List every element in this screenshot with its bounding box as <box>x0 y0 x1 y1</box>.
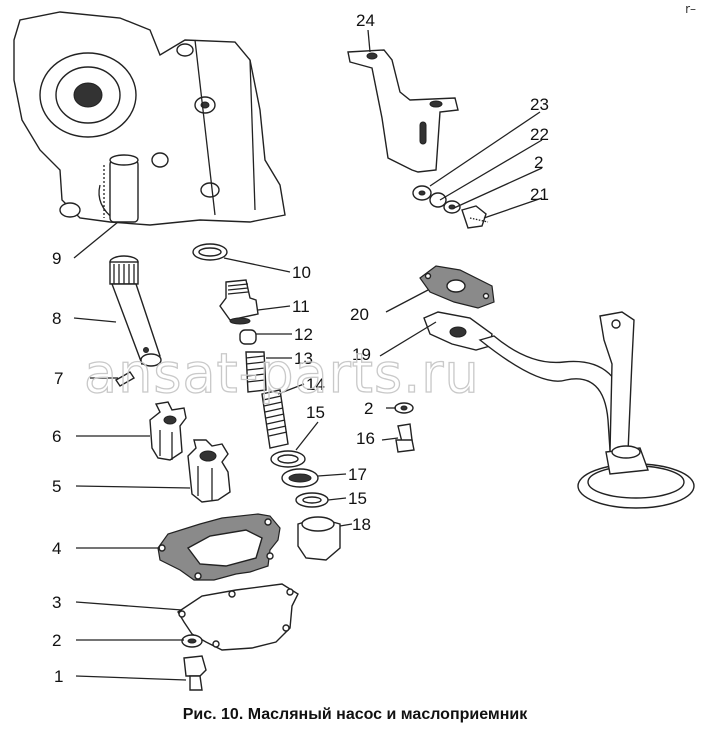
callout-labels: 24 23 22 2 21 9 10 8 11 20 12 13 19 7 14… <box>52 11 549 686</box>
callout-1: 1 <box>54 667 63 686</box>
valve-12 <box>239 329 257 345</box>
cap-nut-18 <box>297 516 341 561</box>
engine-housing <box>13 11 286 226</box>
callout-2-top: 2 <box>534 153 543 172</box>
drive-shaft-8 <box>109 255 162 367</box>
callout-11: 11 <box>292 297 310 316</box>
callout-4: 4 <box>52 539 61 558</box>
callout-15-lower: 15 <box>348 489 367 508</box>
spring-13 <box>245 351 267 393</box>
callout-16: 16 <box>356 429 375 448</box>
oil-intake-19 <box>419 265 695 509</box>
callout-19: 19 <box>352 345 371 364</box>
callout-13: 13 <box>294 349 313 368</box>
callout-20: 20 <box>350 305 369 324</box>
oring-10 <box>192 243 228 261</box>
callout-2-bottom: 2 <box>52 631 61 650</box>
gear-5 <box>187 439 231 503</box>
corner-mark: r– <box>685 2 696 16</box>
bolt-16-washer-2 <box>394 402 415 453</box>
bracket-24 <box>347 49 459 173</box>
fasteners-21-23 <box>412 185 489 229</box>
callout-2-mid: 2 <box>364 399 373 418</box>
callout-7: 7 <box>54 369 63 388</box>
callout-14: 14 <box>306 375 325 394</box>
bolt-1-washer-2 <box>181 634 207 691</box>
callout-5: 5 <box>52 477 61 496</box>
washer-15-lower <box>295 492 329 508</box>
callout-18: 18 <box>352 515 371 534</box>
gasket-4 <box>157 513 281 581</box>
callout-24: 24 <box>356 11 375 30</box>
plug-11 <box>219 279 259 325</box>
callout-22: 22 <box>530 125 549 144</box>
callout-10: 10 <box>292 263 311 282</box>
callout-17: 17 <box>348 465 367 484</box>
callout-9: 9 <box>52 249 61 268</box>
callout-12: 12 <box>294 325 313 344</box>
callout-15-upper: 15 <box>306 403 325 422</box>
gear-6 <box>149 401 187 461</box>
callout-21: 21 <box>530 185 549 204</box>
leader-lines <box>73 29 543 681</box>
ring-17 <box>281 468 319 488</box>
figure-caption: Рис. 10. Масляный насос и маслоприемник <box>182 706 528 723</box>
washer-15-upper <box>270 450 306 468</box>
pin-7 <box>115 371 135 387</box>
watermark-text: ansat-parts.ru <box>84 342 480 405</box>
callout-23: 23 <box>530 95 549 114</box>
callout-6: 6 <box>52 427 61 446</box>
callout-3: 3 <box>52 593 61 612</box>
spring-14 <box>261 389 289 449</box>
callout-8: 8 <box>52 309 61 328</box>
